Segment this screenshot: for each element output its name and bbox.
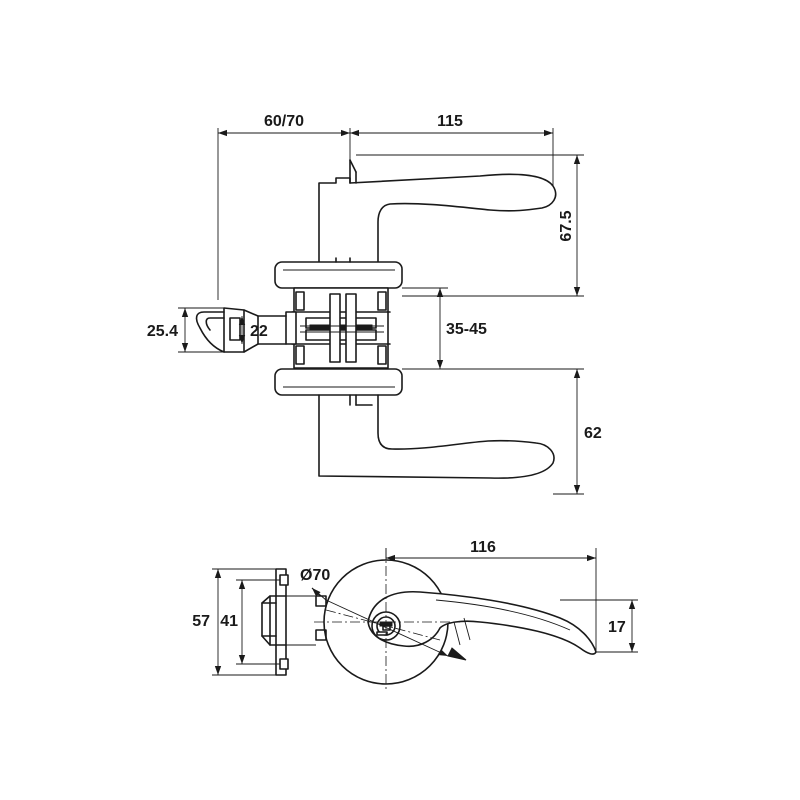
latch-face-label: 25.4 <box>147 323 178 340</box>
dim-handle-height-bottom: 62 <box>402 368 602 495</box>
side-elevation-view: 60/70 115 67.5 35-45 25.4 <box>147 113 602 495</box>
handle-length-top-label: 115 <box>437 113 463 130</box>
handle-height-bottom-label: 62 <box>584 425 602 442</box>
latch-assembly <box>195 307 297 353</box>
dim-rose-diameter: Ø70 <box>300 567 467 661</box>
handle-length-plan-label: 116 <box>470 539 496 556</box>
handle-height-top-label: 67.5 <box>558 210 575 241</box>
door-thickness-label: 35-45 <box>446 321 487 338</box>
dim-strike-height: 41 <box>220 579 280 665</box>
strike-height-label: 41 <box>220 613 238 630</box>
upper-rose <box>274 257 403 289</box>
dim-faceplate-height: 57 <box>192 568 282 676</box>
dim-backset: 60/70 <box>217 113 350 300</box>
dim-handle-length-top: 115 <box>349 113 554 186</box>
dim-lever-thickness: 17 <box>560 599 638 653</box>
faceplate-side <box>261 568 327 676</box>
lever-thickness-label: 17 <box>608 619 626 636</box>
lever-front <box>367 590 597 655</box>
dim-latch-bolt: 22 <box>238 316 268 344</box>
backset-label: 60/70 <box>264 113 304 130</box>
dim-handle-height-top: 67.5 <box>356 154 584 297</box>
rose-diameter-label: Ø70 <box>300 567 330 584</box>
lower-rose <box>274 368 403 406</box>
centre-lines <box>314 548 460 690</box>
dim-door-thickness: 35-45 <box>402 287 487 370</box>
lower-lever-handle <box>318 394 555 479</box>
upper-lever-handle <box>318 159 557 263</box>
lock-mechanism <box>291 287 391 369</box>
latch-bolt-label: 22 <box>250 323 268 340</box>
faceplate-height-label: 57 <box>192 613 210 630</box>
dim-latch-face: 25.4 <box>147 307 224 353</box>
front-elevation-view: Ø70 116 17 57 41 <box>192 539 638 690</box>
